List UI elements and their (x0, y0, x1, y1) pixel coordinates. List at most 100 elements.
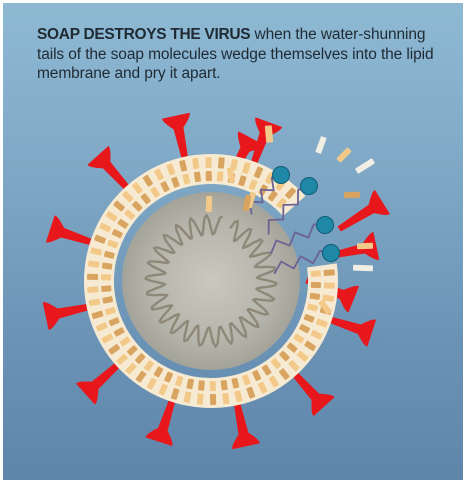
lipid-head-inner (117, 218, 129, 229)
spike-protein (45, 215, 96, 247)
lipid-head-outer (257, 381, 268, 394)
lipid-head-outer (91, 310, 104, 320)
lipid-head-inner (205, 170, 212, 182)
spike-icon (87, 146, 132, 193)
lipid-head-outer (90, 247, 103, 256)
lipid-head-inner (132, 200, 143, 212)
membrane-segment (238, 162, 251, 187)
lipid-head-outer (113, 200, 125, 212)
rna-strand-icon (144, 214, 278, 348)
spike-icon (290, 369, 335, 416)
membrane-fragment (336, 147, 352, 163)
membrane-segment (170, 375, 184, 400)
membrane-segment (94, 234, 119, 249)
lipid-head-outer (323, 282, 335, 289)
membrane-segment (310, 281, 335, 289)
lipid-head-outer (87, 286, 99, 294)
lipid-head-inner (279, 350, 290, 362)
soap-head (322, 244, 340, 262)
lipid-head-inner (193, 171, 201, 183)
lipid-head-outer (323, 269, 335, 277)
spike-protein (42, 302, 93, 330)
lipid-head-outer (234, 390, 243, 403)
lipid-head-inner (182, 173, 191, 185)
lipid-head-inner (303, 313, 315, 323)
lipid-head-inner (107, 239, 119, 249)
spike-proteins (42, 112, 390, 450)
spike-icon (42, 302, 93, 330)
membrane-segment (310, 269, 335, 277)
lipid-head-inner (248, 179, 258, 191)
membrane-segment (299, 324, 323, 340)
membrane-segment (113, 200, 135, 220)
lipid-head-inner (286, 342, 298, 353)
lipid-head-outer (87, 273, 99, 281)
soap-molecule-icon (273, 244, 340, 275)
lipid-membrane (84, 154, 338, 408)
membrane-fragment (352, 264, 374, 272)
lipid-head-inner (100, 274, 112, 281)
membrane-fragment (242, 194, 252, 212)
spike-protein (249, 117, 282, 168)
lipid-head-outer (192, 157, 200, 170)
lipid-head-outer (183, 391, 192, 403)
lipid-head-inner (175, 375, 184, 387)
lipid-head-outer (268, 375, 279, 388)
lipid-head-outer (205, 156, 212, 169)
soap-molecule-icon (270, 216, 334, 254)
lipid-head-outer (296, 350, 309, 362)
lipid-head-outer (246, 386, 256, 399)
lipid-head-inner (267, 190, 278, 202)
membrane-segment (220, 379, 230, 405)
membrane-segment (108, 336, 131, 355)
membrane-fragment (355, 158, 375, 174)
membrane-segment (132, 182, 151, 205)
membrane-segment (105, 211, 129, 229)
lipid-head-outer (142, 174, 153, 187)
spike-protein (162, 112, 190, 163)
soap-molecule-icon (267, 177, 318, 235)
lipid-head-inner (220, 379, 228, 391)
spike-protein (87, 146, 132, 193)
lipid-head-outer (87, 260, 100, 268)
lipid-head-inner (307, 303, 318, 312)
lipid-head-inner (261, 364, 272, 376)
lipid-head-outer (158, 383, 168, 396)
lipid-head-inner (293, 333, 305, 344)
lipid-head-inner (150, 186, 160, 198)
lipid-head-outer (285, 187, 297, 199)
membrane-segment (276, 187, 297, 209)
lipid-head-inner (124, 209, 135, 220)
membrane-fragment (226, 167, 236, 183)
lipid-head-outer (315, 318, 328, 328)
membrane-segment (293, 333, 317, 352)
lipid-head-inner (108, 317, 120, 327)
virus-illustration (42, 112, 390, 450)
membrane-segment (209, 380, 217, 406)
spike-icon (232, 399, 260, 450)
membrane-segment (252, 370, 268, 394)
lipid-head-inner (103, 250, 115, 259)
membrane-fragment (264, 125, 274, 143)
soap-head (316, 216, 334, 234)
lipid-head-outer (125, 362, 137, 375)
lipid-head-inner (102, 296, 114, 304)
membrane-segment (261, 364, 279, 388)
membrane-segment (270, 358, 290, 380)
lipid-head-inner (270, 358, 281, 369)
lipid-head-inner (140, 193, 151, 205)
membrane-fragment (356, 242, 374, 250)
membrane-segment (205, 156, 212, 182)
soap-tail (270, 223, 326, 254)
lipid-head-outer (278, 368, 290, 380)
lipid-head-inner (101, 285, 112, 292)
lipid-head-inner (126, 345, 138, 356)
spike-icon (45, 215, 96, 247)
spike-icon (76, 360, 123, 405)
lipid-head-outer (122, 191, 134, 203)
membrane-segment (248, 166, 264, 191)
caption-body: when the water-shunning tails of the soa… (37, 26, 434, 82)
lipid-head-outer (304, 340, 317, 352)
membrane-segment (142, 174, 160, 198)
membrane-segment (158, 371, 174, 396)
